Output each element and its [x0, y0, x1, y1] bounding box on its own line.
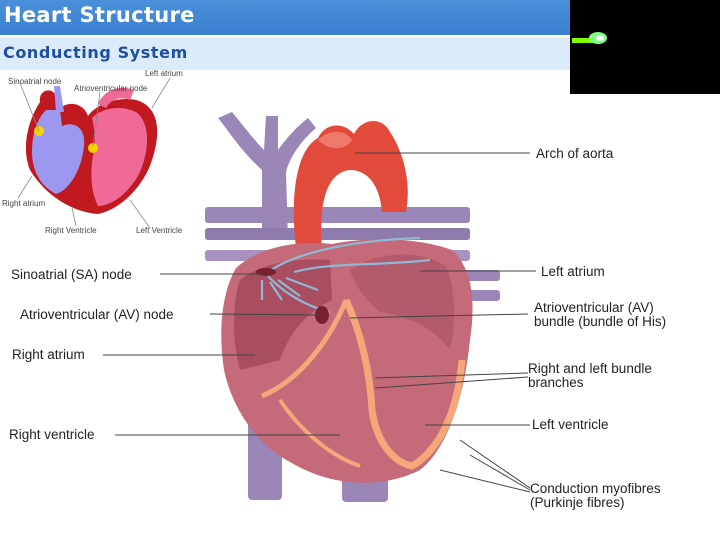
green-glow-icon	[572, 32, 607, 44]
inset-label-left-ventricle: Left Ventricle	[136, 226, 183, 235]
label-av-bundle-line2: bundle (bundle of His)	[534, 314, 666, 329]
label-av-bundle-line1: Atrioventricular (AV)	[534, 300, 654, 315]
label-left-atrium: Left atrium	[541, 264, 605, 279]
inset-av-node	[88, 143, 98, 153]
inset-label-atrioventricular: Atrioventricular node	[74, 84, 148, 93]
page-title: Heart Structure	[4, 3, 195, 27]
label-left-ventricle: Left ventricle	[532, 417, 609, 432]
heart-diagram: Arch of aorta Left atrium Sinoatrial (SA…	[9, 112, 666, 510]
label-bundle-branches-line1: Right and left bundle	[528, 361, 652, 376]
inset-label-sinoatrial: Sinoatrial node	[8, 77, 62, 86]
title-bar: Heart Structure	[0, 0, 570, 35]
inset-label-right-ventricle: Right Ventricle	[45, 226, 97, 235]
label-arch-of-aorta: Arch of aorta	[536, 146, 614, 161]
label-purkinje-line1: Conduction myofibres	[530, 481, 661, 496]
inset-heart-diagram: Sinoatrial node Left atrium Atrioventric…	[2, 69, 183, 235]
leader-lines	[103, 152, 536, 493]
black-panel	[570, 0, 720, 94]
inset-label-right-atrium: Right atrium	[2, 199, 45, 208]
label-av-node: Atrioventricular (AV) node	[20, 307, 174, 322]
label-right-atrium: Right atrium	[12, 347, 85, 362]
sa-node	[256, 268, 276, 276]
subtitle-bar: Conducting System	[0, 37, 570, 70]
label-sa-node: Sinoatrial (SA) node	[11, 267, 132, 282]
label-bundle-branches-line2: branches	[528, 375, 584, 390]
page-subtitle: Conducting System	[3, 43, 188, 62]
label-right-ventricle: Right ventricle	[9, 427, 95, 442]
av-node	[315, 306, 329, 324]
inset-label-left-atrium: Left atrium	[145, 69, 183, 78]
label-purkinje-line2: (Purkinje fibres)	[530, 495, 625, 510]
